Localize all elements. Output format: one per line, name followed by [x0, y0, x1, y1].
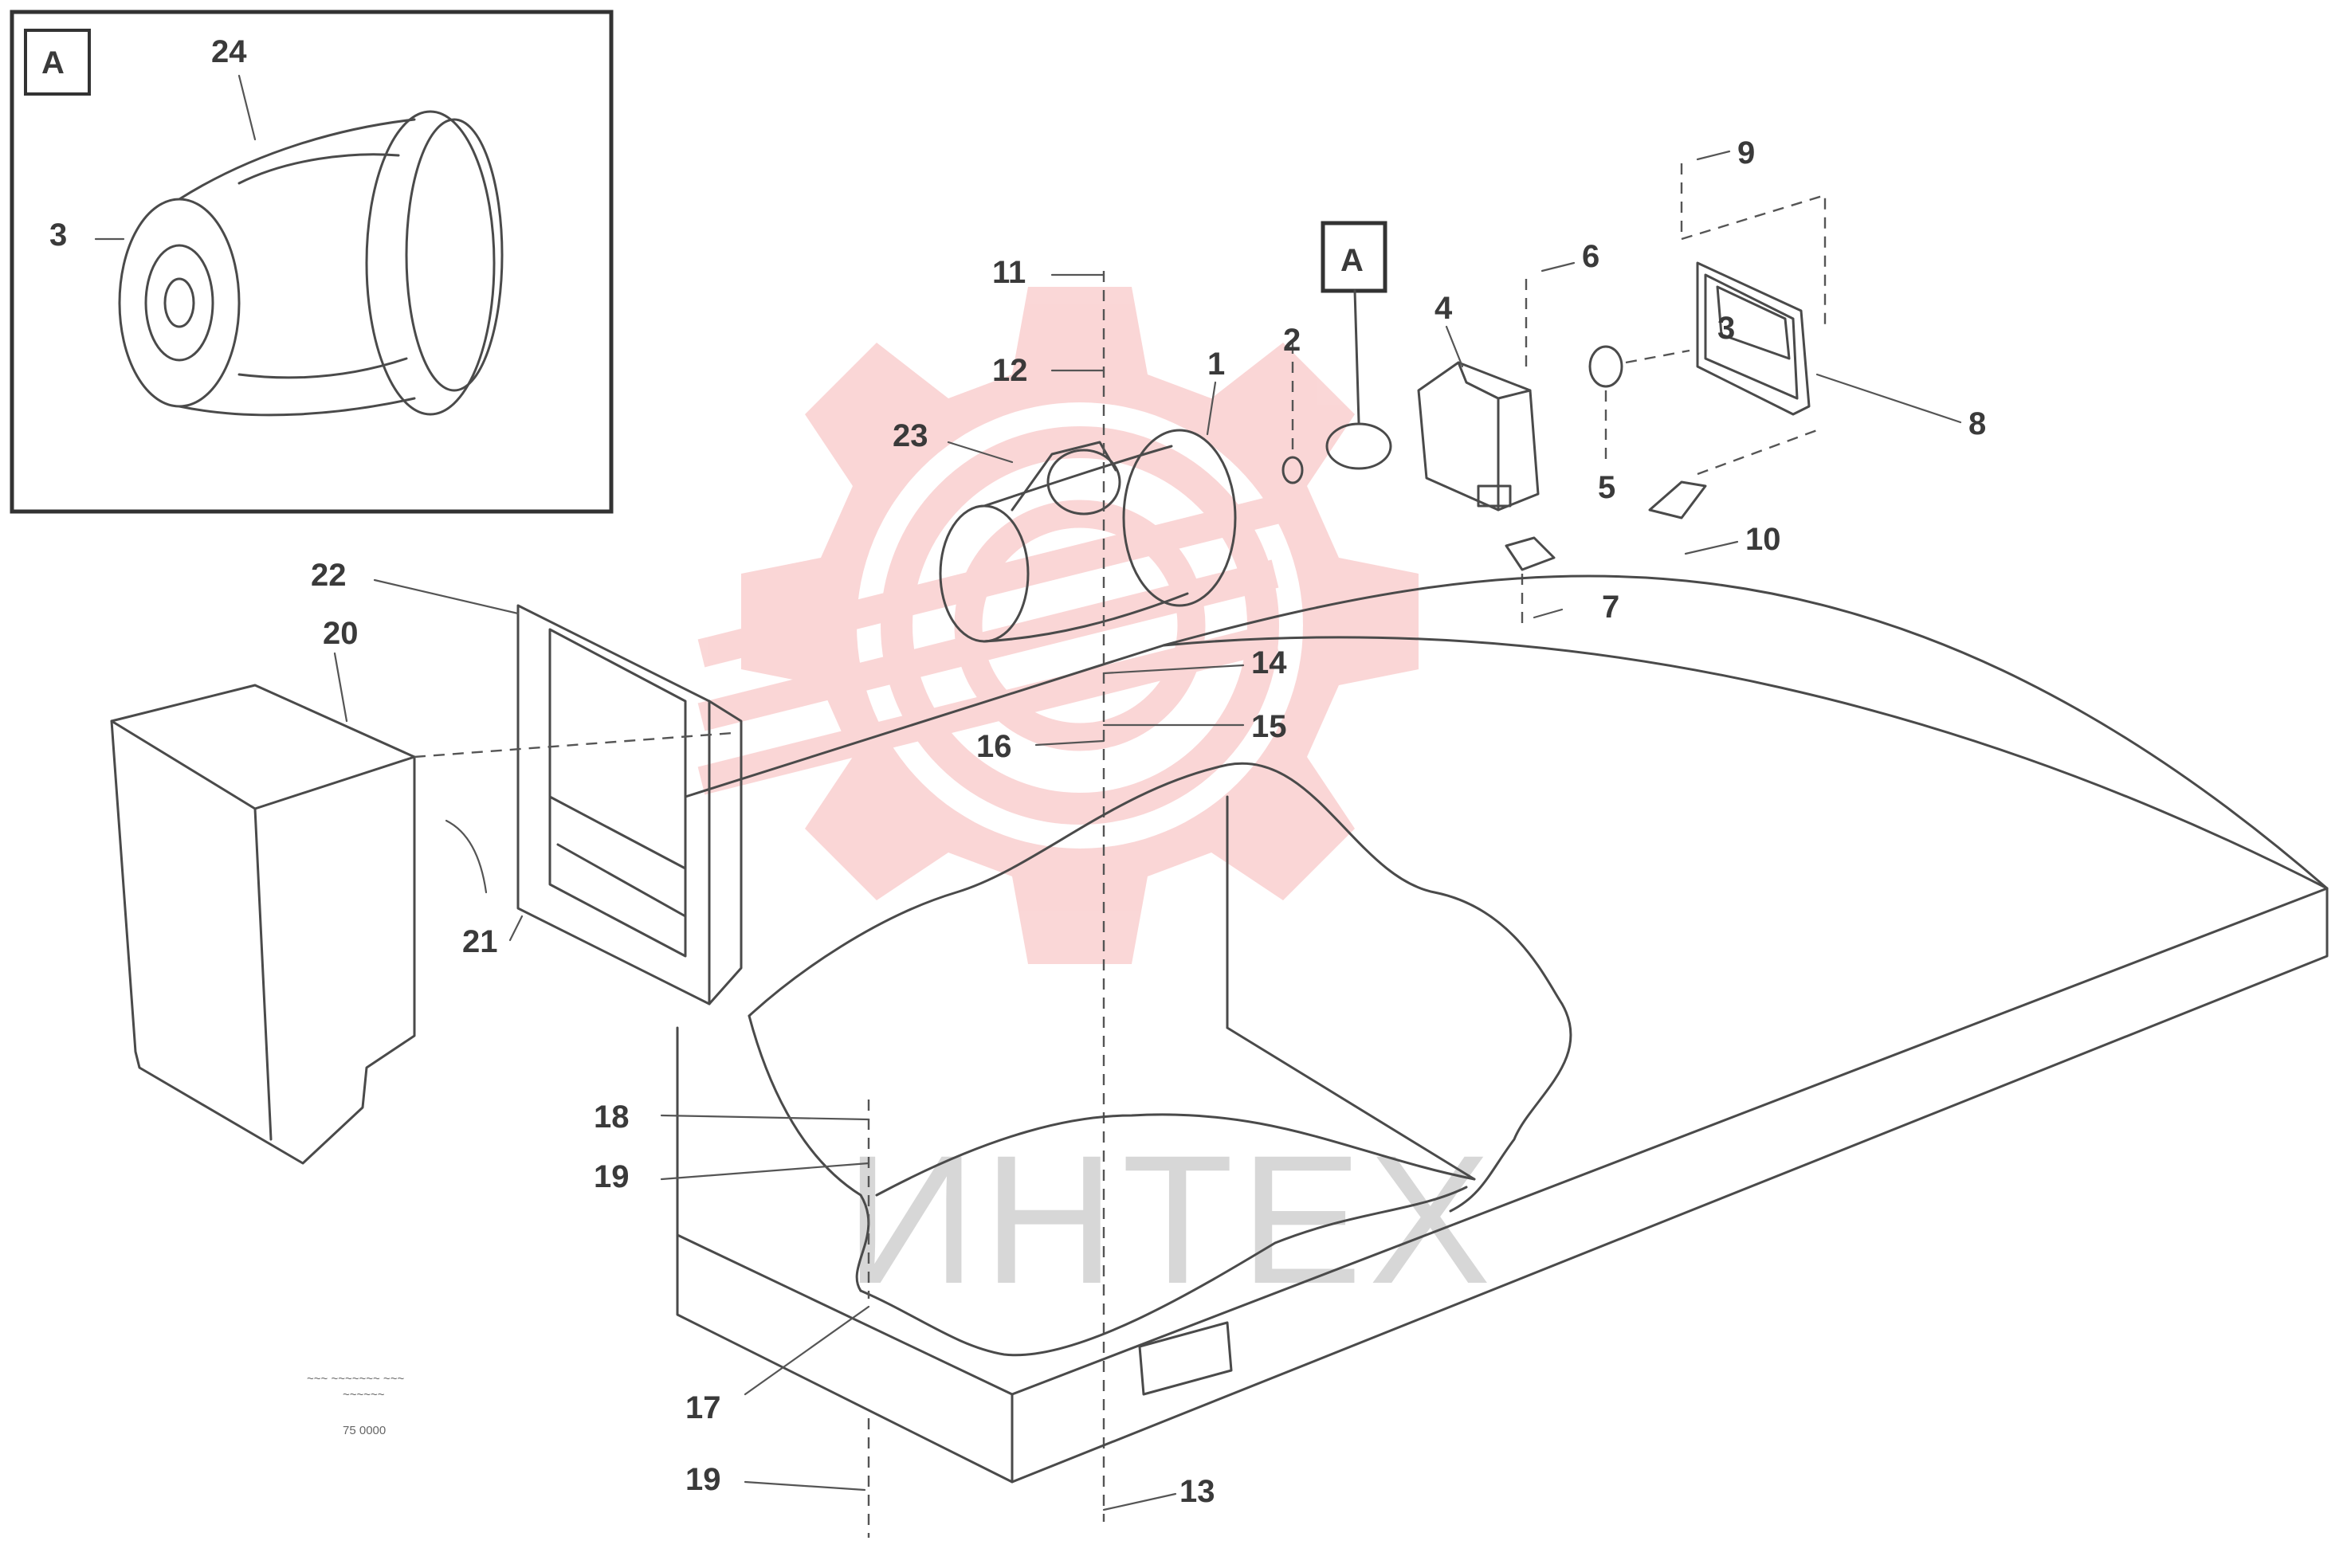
callout-3b: 3 — [1717, 311, 1735, 346]
callout-8: 8 — [1968, 406, 1986, 441]
callout-7: 7 — [1602, 590, 1619, 625]
mounting-frame — [516, 604, 743, 1005]
callout-18: 18 — [594, 1100, 630, 1135]
detail-marker-label: A — [1340, 243, 1364, 278]
callout-12: 12 — [992, 353, 1028, 388]
inset-detail-a: A — [10, 10, 614, 514]
footnote-line-2: ~~~~~~ — [343, 1388, 385, 1401]
callout-5: 5 — [1598, 470, 1615, 505]
callout-23: 23 — [893, 418, 928, 453]
callout-13: 13 — [1179, 1474, 1215, 1509]
callout-2: 2 — [1283, 323, 1301, 358]
callout-10: 10 — [1745, 522, 1781, 557]
callout-17: 17 — [685, 1390, 721, 1425]
callout-21: 21 — [462, 924, 498, 959]
callout-1: 1 — [1207, 347, 1225, 382]
cab-roof-panel — [676, 574, 2329, 1484]
watermark-text: ИНТЕХ — [845, 1117, 1497, 1322]
callout-11: 11 — [992, 255, 1026, 290]
watermark-gear-icon — [697, 287, 1419, 964]
footnote-line-3: 75 0000 — [343, 1424, 386, 1437]
callout-24: 24 — [211, 34, 247, 69]
callout-6: 6 — [1582, 239, 1599, 274]
callout-22: 22 — [311, 558, 347, 593]
callout-14: 14 — [1251, 645, 1287, 680]
relay-plate — [1696, 261, 1811, 416]
switch-block — [1417, 361, 1540, 512]
callout-19: 19 — [594, 1159, 630, 1194]
cabinet-housing — [110, 684, 416, 1165]
callout-4: 4 — [1434, 291, 1453, 326]
inset-label: A — [41, 45, 65, 80]
callout-16: 16 — [976, 729, 1012, 764]
callout-19b: 19 — [685, 1462, 721, 1497]
callout-3: 3 — [49, 218, 67, 253]
callout-9: 9 — [1737, 135, 1755, 171]
blower-motor — [939, 429, 1237, 643]
callout-20: 20 — [323, 616, 359, 651]
footnote-line-1: ~~~ ~~~~~~~ ~~~ — [307, 1372, 404, 1386]
callout-15: 15 — [1251, 709, 1287, 744]
